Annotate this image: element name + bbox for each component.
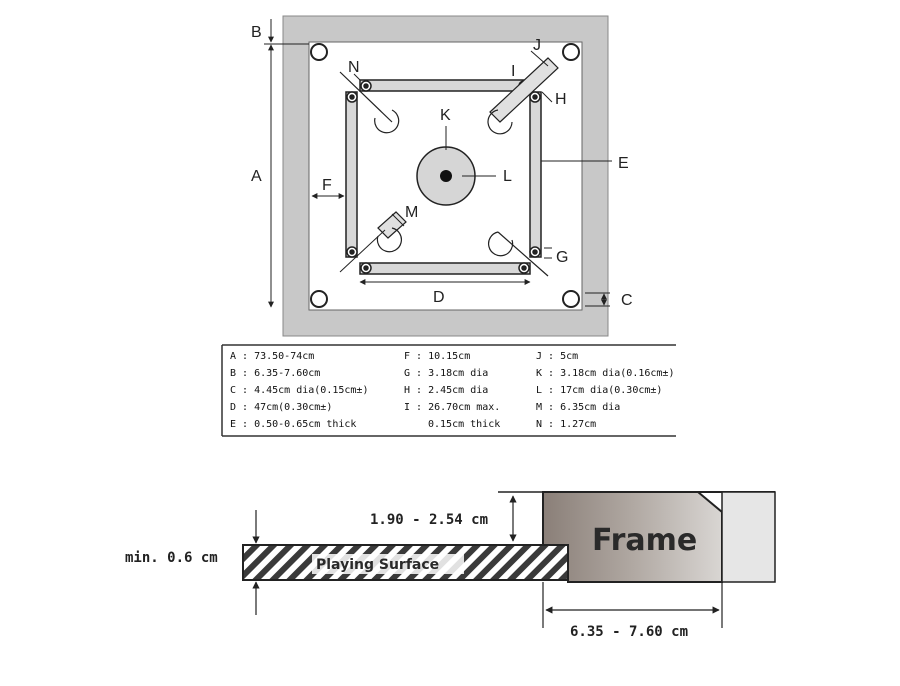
- frame-label: Frame: [592, 523, 697, 558]
- min-thickness-label: min. 0.6 cm: [125, 550, 218, 566]
- legend-entry: E : 0.50-0.65cm thick: [230, 419, 356, 430]
- legend-entry: D : 47cm(0.30cm±): [230, 402, 332, 413]
- label-F: F: [322, 177, 332, 194]
- legend-entry: A : 73.50-74cm: [230, 351, 314, 362]
- legend-entry: L : 17cm dia(0.30cm±): [536, 385, 662, 396]
- legend-entry: K : 3.18cm dia(0.16cm±): [536, 368, 674, 379]
- dim-N: [353, 73, 361, 81]
- label-M: M: [405, 204, 418, 221]
- frame-width-label: 6.35 - 7.60 cm: [570, 624, 688, 640]
- corner-pocket: [562, 43, 580, 61]
- arrow-circles: [339, 71, 549, 277]
- label-N: N: [348, 59, 360, 76]
- centre-circle-inner: [440, 170, 452, 182]
- legend-entry: F : 10.15cm: [404, 351, 470, 362]
- label-G: G: [556, 249, 568, 266]
- corner-pocket: [310, 43, 328, 61]
- legend-entry: 0.15cm thick: [428, 419, 500, 430]
- label-L: L: [503, 168, 512, 185]
- top-view: B A F N I J H K L E M G D C: [251, 15, 633, 337]
- legend-table: A : 73.50-74cm F : 10.15cm J : 5cm B : 6.35…: [221, 344, 676, 437]
- legend-entry: C : 4.45cm dia(0.15cm±): [230, 385, 368, 396]
- legend-entry: G : 3.18cm dia: [404, 368, 488, 379]
- dim-M: [391, 213, 405, 227]
- legend-entry: B : 6.35-7.60cm: [230, 368, 320, 379]
- frame-outer: [721, 491, 776, 583]
- corner-pocket: [310, 290, 328, 308]
- dim-J: [530, 50, 549, 67]
- legend-entry: N : 1.27cm: [536, 419, 596, 430]
- legend-entry: J : 5cm: [536, 351, 578, 362]
- label-I: I: [511, 63, 515, 80]
- label-C: C: [621, 292, 633, 309]
- label-H: H: [555, 91, 567, 108]
- frame-height-label: 1.90 - 2.54 cm: [370, 512, 488, 528]
- legend-entry: M : 6.35cm dia: [536, 402, 620, 413]
- diagonal-arrow-top-right: [489, 57, 559, 123]
- section-view: Frame Playing Surface min. 0.6 cm 1.90 -…: [125, 491, 776, 640]
- label-A: A: [251, 168, 262, 185]
- corner-pocket: [562, 290, 580, 308]
- label-D: D: [433, 289, 445, 306]
- label-K: K: [440, 107, 451, 124]
- label-E: E: [618, 155, 629, 172]
- label-J: J: [533, 37, 541, 54]
- playing-surface-label: Playing Surface: [316, 557, 439, 573]
- legend-entry: H : 2.45cm dia: [404, 385, 488, 396]
- dim-H: [541, 91, 553, 103]
- legend-entry: I : 26.70cm max.: [404, 402, 500, 413]
- label-B: B: [251, 24, 262, 41]
